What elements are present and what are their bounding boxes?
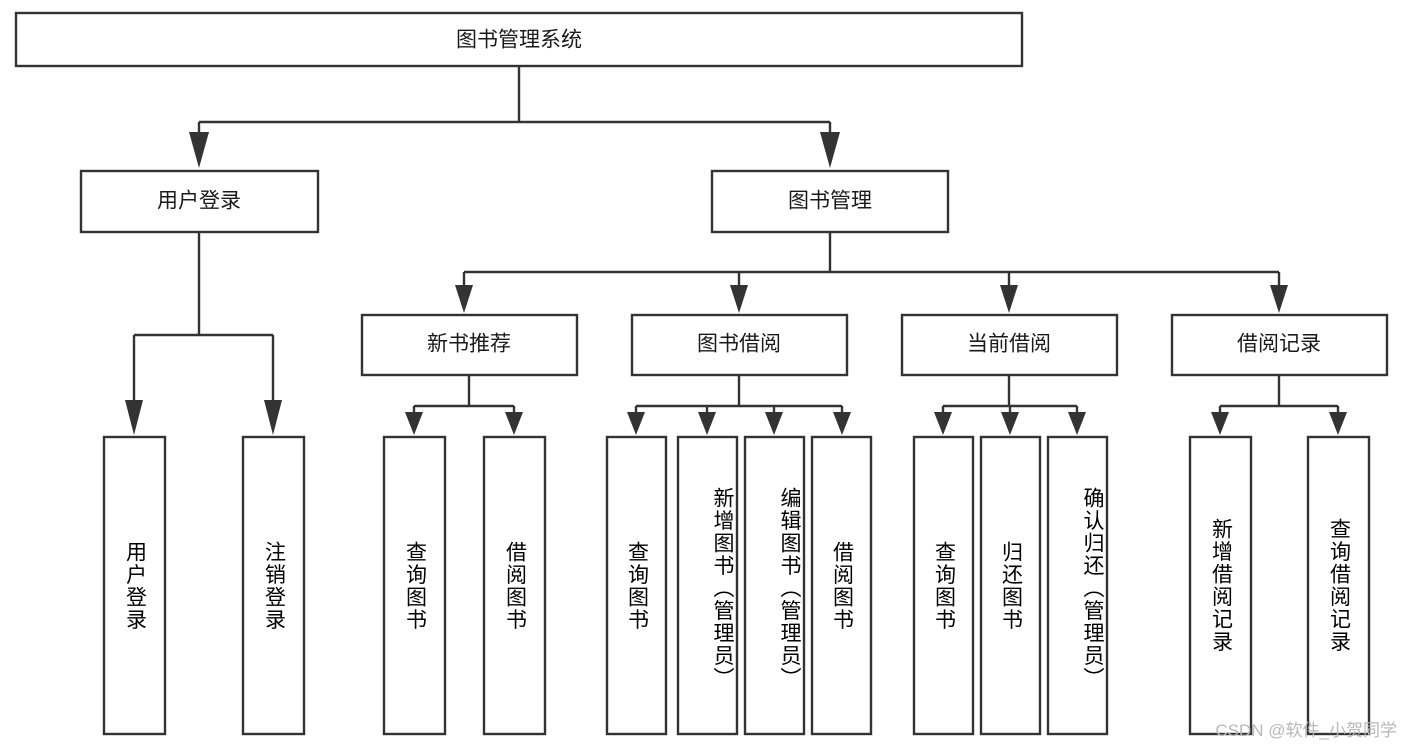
leaf-logout[interactable] [241,435,306,736]
node-book-manage[interactable]: 图书管理 [710,169,950,234]
node-borrow-record-label: 借阅记录 [1237,333,1321,356]
leaf-query-book-current[interactable] [912,435,975,736]
leaf-return-book[interactable] [979,435,1042,736]
node-book-borrow[interactable]: 图书借阅 [630,313,849,377]
arrow-head-leaf-confirm-return [1068,412,1086,435]
node-new-book-recommend-label: 新书推荐 [427,333,511,356]
node-root-system[interactable]: 图书管理系统 [14,11,1024,68]
arrow-head-leaf-query-book-1 [405,412,423,435]
node-new-book-recommend[interactable]: 新书推荐 [360,313,579,377]
arrow-head-new-book-recommend [455,285,473,313]
leaf-edit-book-admin[interactable] [743,435,806,736]
leaf-add-book-admin[interactable] [676,435,739,736]
arrow-head-book-manage [820,132,840,168]
watermark-text: CSDN @软件_小贺同学 [1215,721,1397,740]
arrow-head-leaf-user-login [125,400,143,435]
arrow-head-leaf-query-book-2 [627,412,645,435]
arrow-head-leaf-edit-book [765,412,783,435]
arrow-head-current-borrow [1000,285,1018,313]
arrow-head-leaf-query-book-3 [934,412,952,435]
leaf-user-login[interactable] [102,435,167,736]
node-current-borrow-label: 当前借阅 [967,333,1051,356]
node-book-manage-label: 图书管理 [788,190,872,213]
arrow-head-leaf-query-record [1329,412,1347,435]
leaf-query-book-recommend[interactable] [382,435,447,736]
leaf-query-book-borrow[interactable] [605,435,668,736]
arrow-head-book-borrow [730,285,748,313]
leaf-borrow-book-borrow[interactable] [810,435,873,736]
leaf-add-borrow-record[interactable] [1188,435,1253,736]
leaf-confirm-return-admin[interactable] [1046,435,1109,736]
arrow-head-leaf-return-book [1001,412,1019,435]
node-borrow-record[interactable]: 借阅记录 [1170,313,1389,377]
node-user-login[interactable]: 用户登录 [79,169,320,234]
arrow-head-leaf-add-record [1211,412,1229,435]
arrow-head-leaf-add-book [698,412,716,435]
arrow-head-leaf-logout [264,400,282,435]
node-book-borrow-label: 图书借阅 [697,333,781,356]
node-root-system-label: 图书管理系统 [456,29,582,52]
node-current-borrow[interactable]: 当前借阅 [900,313,1119,377]
arrow-head-leaf-borrow-book-2 [833,412,851,435]
arrow-head-leaf-borrow-book-1 [505,412,523,435]
leaf-borrow-book-recommend[interactable] [482,435,547,736]
connector-layer [125,66,1347,435]
leaf-query-borrow-record[interactable] [1306,435,1371,736]
node-user-login-label: 用户登录 [157,190,241,213]
arrow-head-user-login [189,132,209,168]
arrow-head-borrow-record [1270,285,1288,313]
